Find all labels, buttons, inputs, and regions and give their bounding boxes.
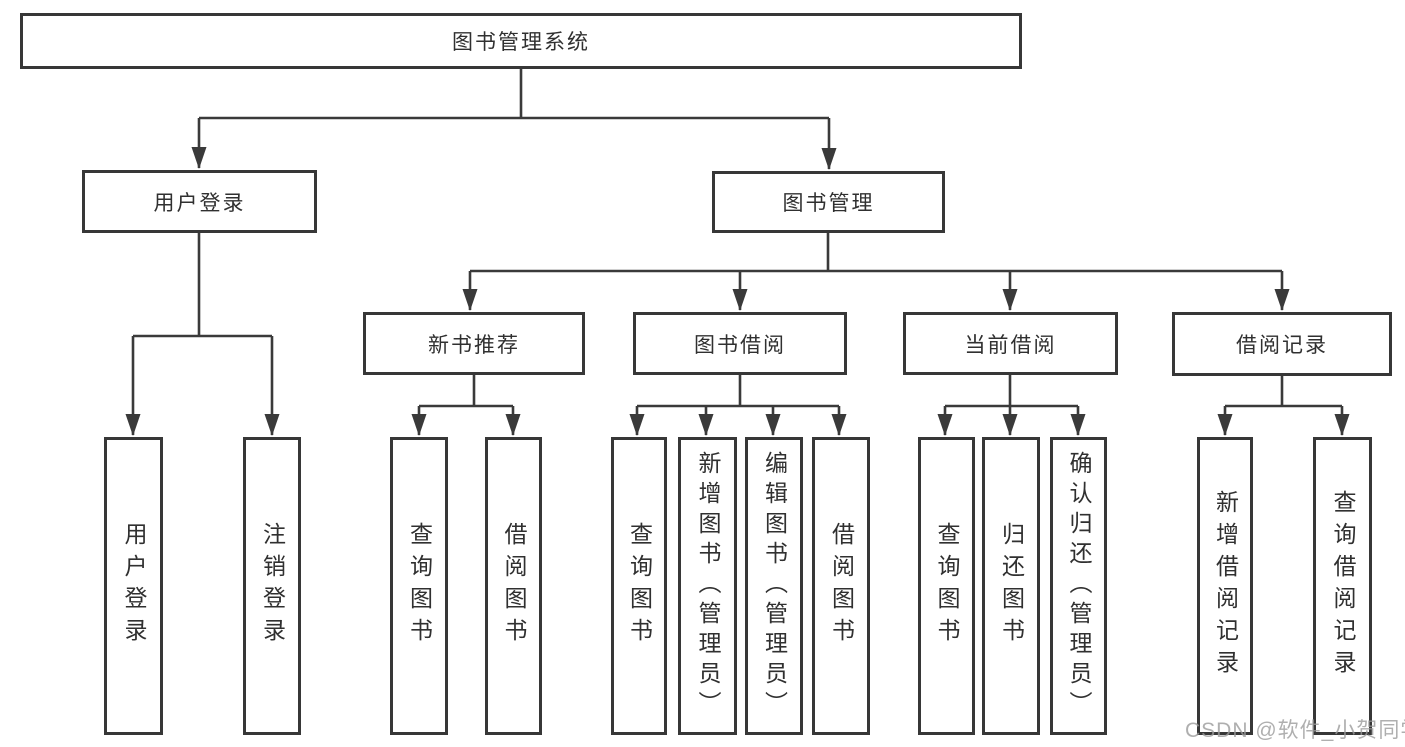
leaf-return-books: 归还图书: [982, 437, 1040, 735]
leaf-recommend-query-books: 查询图书: [390, 437, 448, 735]
leaf-current-query-books: 查询图书: [918, 437, 975, 735]
leaf-borrowing-query-books: 查询图书: [611, 437, 667, 735]
leaf-recommend-borrow-books: 借阅图书: [485, 437, 542, 735]
leaf-edit-books-admin: 编辑图书（管理员）: [745, 437, 803, 735]
leaf-borrowing-borrow-books: 借阅图书: [812, 437, 870, 735]
node-library-system: 图书管理系统: [20, 13, 1022, 69]
leaf-user-login: 用户登录: [104, 437, 163, 735]
node-borrowing-records: 借阅记录: [1172, 312, 1392, 376]
leaf-logout: 注销登录: [243, 437, 301, 735]
leaf-add-borrow-record: 新增借阅记录: [1197, 437, 1253, 735]
node-current-borrowing: 当前借阅: [903, 312, 1118, 375]
leaf-confirm-return-admin: 确认归还（管理员）: [1050, 437, 1107, 735]
node-book-borrowing: 图书借阅: [633, 312, 847, 375]
leaf-add-books-admin: 新增图书（管理员）: [678, 437, 737, 735]
node-user-login: 用户登录: [82, 170, 317, 233]
node-new-book-recommend: 新书推荐: [363, 312, 585, 375]
leaf-query-borrow-record: 查询借阅记录: [1313, 437, 1372, 735]
node-book-management: 图书管理: [712, 171, 945, 233]
